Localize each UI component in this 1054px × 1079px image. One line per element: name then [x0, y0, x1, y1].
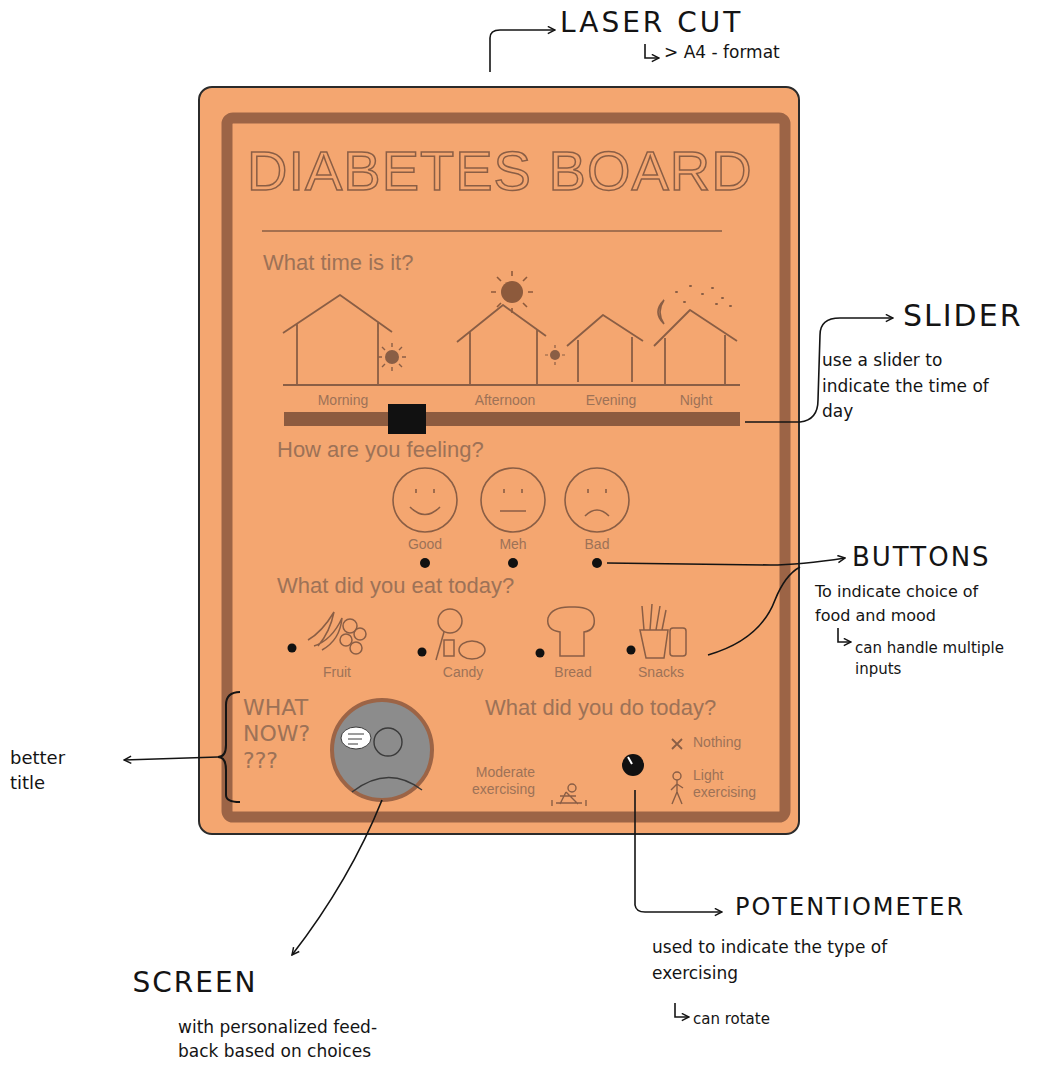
face-meh [481, 468, 545, 532]
walker-icon [673, 772, 681, 780]
slider-knob [388, 404, 426, 434]
hook-arrow [675, 1003, 689, 1017]
annotation-note: > A4 - format [664, 42, 780, 62]
button-dot [592, 558, 602, 568]
screen-person [374, 728, 402, 756]
option-label: Good [390, 536, 460, 553]
knob-notch [628, 757, 632, 764]
house-afternoon [457, 305, 546, 385]
button-dot [288, 644, 297, 653]
face-good [393, 468, 457, 532]
speech-bubble [341, 727, 371, 749]
leader-arrow [490, 30, 555, 72]
board-inner-border [227, 118, 785, 817]
option-label: Meh [478, 536, 548, 553]
option-label: Bad [562, 536, 632, 553]
face-features [410, 489, 440, 515]
option-label: Bread [538, 664, 608, 681]
house-evening [567, 315, 643, 382]
annotation-heading: SLIDER [903, 298, 1023, 334]
hook-arrow [838, 628, 851, 642]
sun-small [550, 350, 560, 360]
option-label: Afternoon [460, 392, 550, 409]
leader-arrow [607, 558, 845, 565]
face-bad [565, 468, 629, 532]
option-label: Light exercising [693, 767, 773, 801]
speech-lines [348, 734, 364, 744]
walker-icon [671, 780, 683, 804]
button-dot [508, 558, 518, 568]
button-dot [418, 648, 427, 657]
question-label: What time is it? [263, 250, 413, 276]
hook-arrow [645, 44, 659, 58]
annotation-note: To indicate choice of food and mood [815, 580, 987, 628]
title-rule [262, 230, 722, 232]
annotation-heading: BUTTONS [852, 542, 991, 573]
annotation-note: use a slider to indicate the time of day [822, 348, 1004, 425]
fruit-icon [350, 642, 362, 654]
exercise-icon [568, 784, 576, 792]
moon [658, 300, 664, 324]
leader-arrow [124, 757, 218, 760]
leader-line [708, 567, 800, 655]
exercise-icon [552, 792, 586, 806]
option-label: Snacks [626, 664, 696, 681]
annotation-heading: LASER CUT [560, 6, 743, 40]
annotation-note: better title [10, 745, 90, 795]
question-label: What did you eat today? [277, 573, 514, 599]
house-morning [283, 295, 392, 385]
option-label: Nothing [693, 734, 741, 751]
candy-icon [438, 609, 462, 633]
annotation-heading: POTENTIOMETER [735, 893, 965, 922]
house-night [654, 310, 737, 385]
annotation-note: used to indicate the type of exercising [652, 935, 900, 986]
screen-heading: WHAT NOW? ??? [243, 695, 315, 774]
annotation-note: can handle multiple inputs [855, 638, 1005, 680]
option-label: Evening [566, 392, 656, 409]
fruit-icon [340, 634, 352, 646]
option-label: Candy [428, 664, 498, 681]
sun-small [385, 350, 399, 364]
nothing-cross [672, 739, 682, 749]
annotation-heading: SCREEN [95, 966, 295, 1000]
button-dot [536, 649, 545, 658]
ground-line [283, 384, 740, 386]
candy-icon [459, 641, 485, 659]
fruit-icon [354, 628, 366, 640]
question-label: What did you do today? [485, 695, 716, 721]
screen-person [352, 777, 422, 792]
candy-icon [436, 632, 444, 660]
option-label: Fruit [302, 664, 372, 681]
sun-rays [545, 345, 565, 365]
stars [676, 286, 731, 306]
question-label: How are you feeling? [277, 437, 484, 463]
button-dot [420, 558, 430, 568]
candy-icon [444, 640, 454, 656]
slider-track [284, 412, 740, 426]
snacks-icon [670, 628, 686, 656]
snacks-icon [640, 604, 668, 658]
screen [332, 700, 432, 800]
board-title: DIABETES BOARD [247, 138, 753, 203]
face-features [500, 489, 526, 511]
fruit-icon [308, 612, 342, 650]
button-dot [627, 646, 636, 655]
option-label: Moderate exercising [455, 764, 535, 798]
option-label: Morning [298, 392, 388, 409]
leader-arrow [292, 800, 382, 955]
leader-arrow [635, 790, 722, 912]
option-label: Night [651, 392, 741, 409]
annotation-note: with personalized feed- back based on ch… [178, 1016, 418, 1064]
fruit-icon [343, 619, 357, 633]
annotation-note: can rotate [693, 1010, 770, 1028]
face-features [585, 489, 609, 516]
sun-large [501, 281, 523, 303]
sun-rays [491, 271, 533, 313]
potentiometer-knob [622, 754, 644, 776]
bread-icon [548, 607, 595, 656]
bracket [218, 692, 240, 802]
sun-rays [378, 343, 406, 371]
